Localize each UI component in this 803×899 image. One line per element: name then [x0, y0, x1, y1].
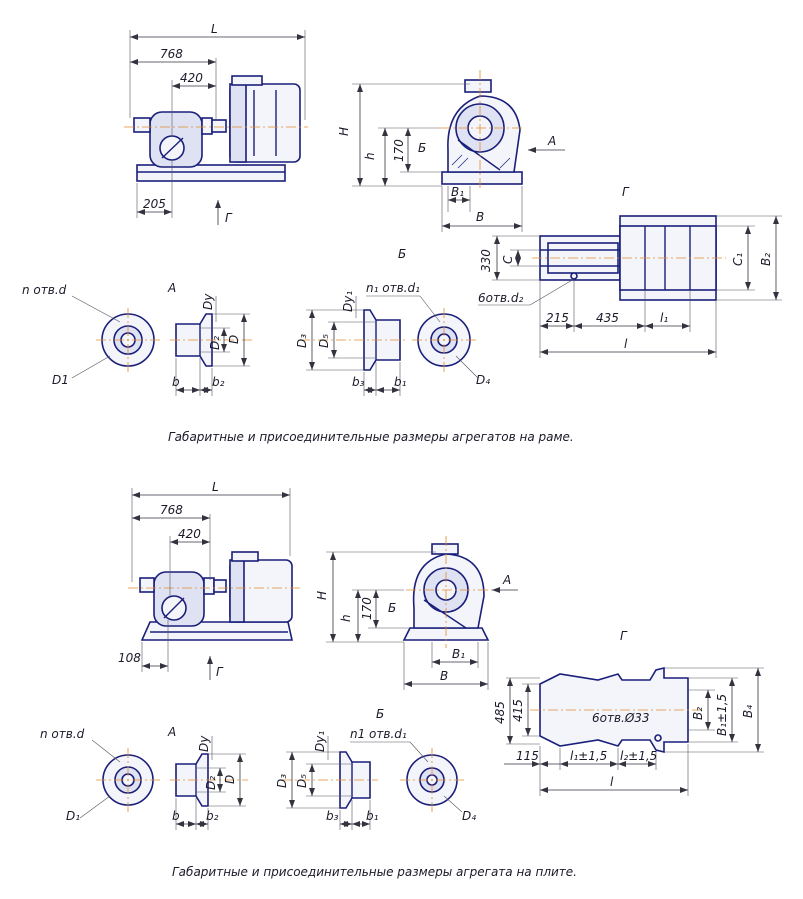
dim-l-bottom: l [610, 775, 614, 789]
flange-b3-bottom: b₃ [326, 809, 339, 823]
flange-b1-bottom: b₁ [366, 809, 379, 823]
dim-B2: B₂ [759, 253, 773, 266]
dim-215: 215 [546, 311, 569, 325]
top-flange-views: А Б n отв.d D1 b b₂ D D₂ Dy [22, 247, 490, 396]
flange-D3: D₃ [295, 334, 309, 348]
flange-D1-bottom: D₁ [66, 809, 80, 823]
top-side-view [124, 75, 308, 182]
view-arrow-b: Б [418, 141, 426, 155]
view-label-b-bottom: Б [376, 707, 384, 721]
top-side-dimensions: L 768 420 205 Г [129, 22, 306, 225]
bottom-end-dimensions: H h 170 Б А B₁ B [315, 551, 518, 690]
caption-top: Габаритные и присоединительные размеры а… [168, 430, 574, 444]
dim-l1: l₁ [660, 311, 668, 325]
holes-label: 6отв.d₂ [478, 291, 523, 305]
view-label-b: Б [398, 247, 406, 261]
dim-420: 420 [180, 71, 203, 85]
top-end-view [440, 70, 525, 190]
flange-D3-bottom: D₃ [275, 774, 289, 788]
view-label-g-bottom: Г [620, 629, 628, 643]
dim-B-bottom: B [440, 669, 448, 683]
dim-l1pm-bottom: l₁±1,5 [570, 749, 607, 763]
view-arrow-a-bottom: А [502, 573, 511, 587]
dim-435: 435 [596, 311, 619, 325]
flange-Dy1-bottom: Dy₁ [313, 731, 327, 752]
flange-b2: b₂ [212, 375, 225, 389]
view-label-a-bottom: А [167, 725, 176, 739]
dim-768-bottom: 768 [160, 503, 183, 517]
dim-L: L [211, 22, 218, 36]
dim-768: 768 [160, 47, 183, 61]
dim-L-bottom: L [212, 480, 219, 494]
flange-D4: D₄ [476, 373, 490, 387]
top-end-dimensions: H h 170 Б А B₁ B [337, 83, 565, 232]
flange-D2-bottom: D₂ [204, 776, 218, 790]
dim-115: 115 [516, 749, 539, 763]
flange-Dy-bottom: Dy [197, 735, 211, 752]
flange-b2-bottom: b₂ [206, 809, 219, 823]
dim-485: 485 [493, 701, 507, 724]
dim-B1: B₁ [451, 185, 464, 199]
dim-h-bottom: h [339, 614, 353, 622]
flange-D5-bottom: D₅ [295, 774, 309, 788]
flange-n-otv-d: n отв.d [22, 283, 67, 297]
view-label-a: А [167, 281, 176, 295]
dim-h: h [363, 152, 377, 160]
flange-b: b [172, 375, 180, 389]
view-arrow-g: Г [225, 211, 233, 225]
view-arrow-b-bottom: Б [388, 601, 396, 615]
caption-bottom: Габаритные и присоединительные размеры а… [172, 865, 577, 879]
flange-D2: D₂ [208, 336, 222, 350]
flange-b-bottom: b [172, 809, 180, 823]
flange-n1-otv-d1: n₁ отв.d₁ [366, 281, 420, 295]
bottom-side-dimensions: L 768 420 108 Г [118, 480, 291, 680]
bottom-end-view [402, 536, 492, 648]
flange-b1: b₁ [394, 375, 407, 389]
dim-l: l [624, 337, 628, 351]
dim-H-bottom: H [315, 591, 329, 600]
bottom-plan-view: Г [530, 629, 700, 754]
dim-B4-bottom: B₄ [741, 705, 755, 718]
flange-D4-bottom: D₄ [462, 809, 476, 823]
flange-n-otv-d-bottom: n отв.d [40, 727, 85, 741]
dim-108: 108 [118, 651, 141, 665]
dim-B: B [476, 210, 484, 224]
dim-170-bottom: 170 [360, 597, 374, 620]
dim-B1pm-bottom: B₁±1,5 [715, 694, 729, 736]
view-arrow-a: А [547, 134, 556, 148]
dim-C1: C₁ [731, 253, 745, 266]
view-label-g: Г [622, 185, 630, 199]
view-arrow-g-bottom: Г [216, 665, 224, 679]
dim-330: 330 [479, 249, 493, 272]
dim-H: H [337, 127, 351, 136]
top-plan-view: Г [532, 185, 726, 301]
flange-Dy: Dy [201, 293, 215, 310]
dim-205: 205 [143, 197, 166, 211]
flange-D1: D1 [52, 373, 69, 387]
dim-C: C [501, 255, 515, 264]
dim-l2pm-bottom: l₂±1,5 [620, 749, 657, 763]
bottom-plan-dimensions: 485 415 B₂ B₁±1,5 B₄ 6отв.Ø33 115 l₁±1,5… [493, 667, 764, 796]
flange-Dy1: Dy₁ [341, 291, 355, 312]
holes-label-bottom: 6отв.Ø33 [592, 711, 650, 725]
dim-B1-bottom: B₁ [452, 647, 465, 661]
dim-420-bottom: 420 [178, 527, 201, 541]
bottom-side-view [128, 551, 300, 641]
flange-n1-otv-d1-bottom: n1 отв.d₁ [350, 727, 407, 741]
flange-D5: D₅ [317, 334, 331, 348]
dim-415: 415 [511, 699, 525, 722]
dim-B2-bottom: B₂ [691, 707, 705, 720]
flange-D-bottom: D [223, 775, 237, 784]
flange-b3: b₃ [352, 375, 365, 389]
bottom-flange-views: А Б n отв.d D₁ b b₂ D D₂ Dy [40, 707, 476, 830]
top-plan-dimensions: 330 C C₁ B₂ 6отв.d₂ 215 435 l₁ l [478, 215, 782, 358]
flange-D: D [227, 335, 241, 344]
dim-170: 170 [392, 139, 406, 162]
